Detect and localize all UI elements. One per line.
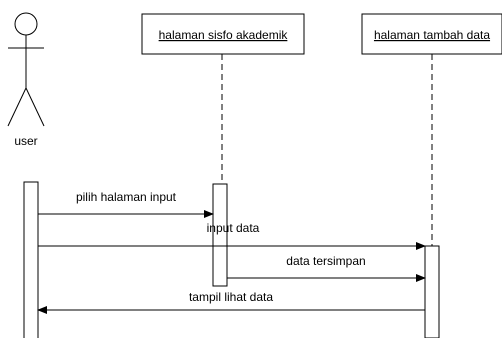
- object-label: halaman tambah data: [374, 28, 490, 42]
- activation-bar-user: [23, 181, 39, 338]
- actor-user: user: [7, 12, 45, 148]
- message-tampil-lihat-data: tampil lihat data: [37, 290, 425, 314]
- lifeline-halaman-sisfo-akademik: halaman sisfo akademik: [141, 13, 305, 184]
- message-data-tersimpan: data tersimpan: [227, 254, 426, 282]
- message-label: tampil lihat data: [189, 290, 273, 304]
- message-pilih-halaman-input: pilih halaman input: [38, 190, 214, 218]
- message-label: data tersimpan: [286, 254, 365, 268]
- activation-bar-sisfo: [212, 183, 228, 287]
- object-label: halaman sisfo akademik: [159, 28, 289, 42]
- message-input-data: input data: [38, 221, 426, 250]
- stick-figure-icon: [7, 12, 45, 127]
- message-label: pilih halaman input: [76, 190, 177, 204]
- object-box: [361, 13, 502, 55]
- message-label: input data: [207, 221, 260, 235]
- lifeline-halaman-tambah-data: halaman tambah data: [361, 13, 502, 246]
- actor-label: user: [14, 134, 37, 148]
- object-box: [141, 13, 305, 55]
- activation-bar-tambah: [424, 245, 440, 338]
